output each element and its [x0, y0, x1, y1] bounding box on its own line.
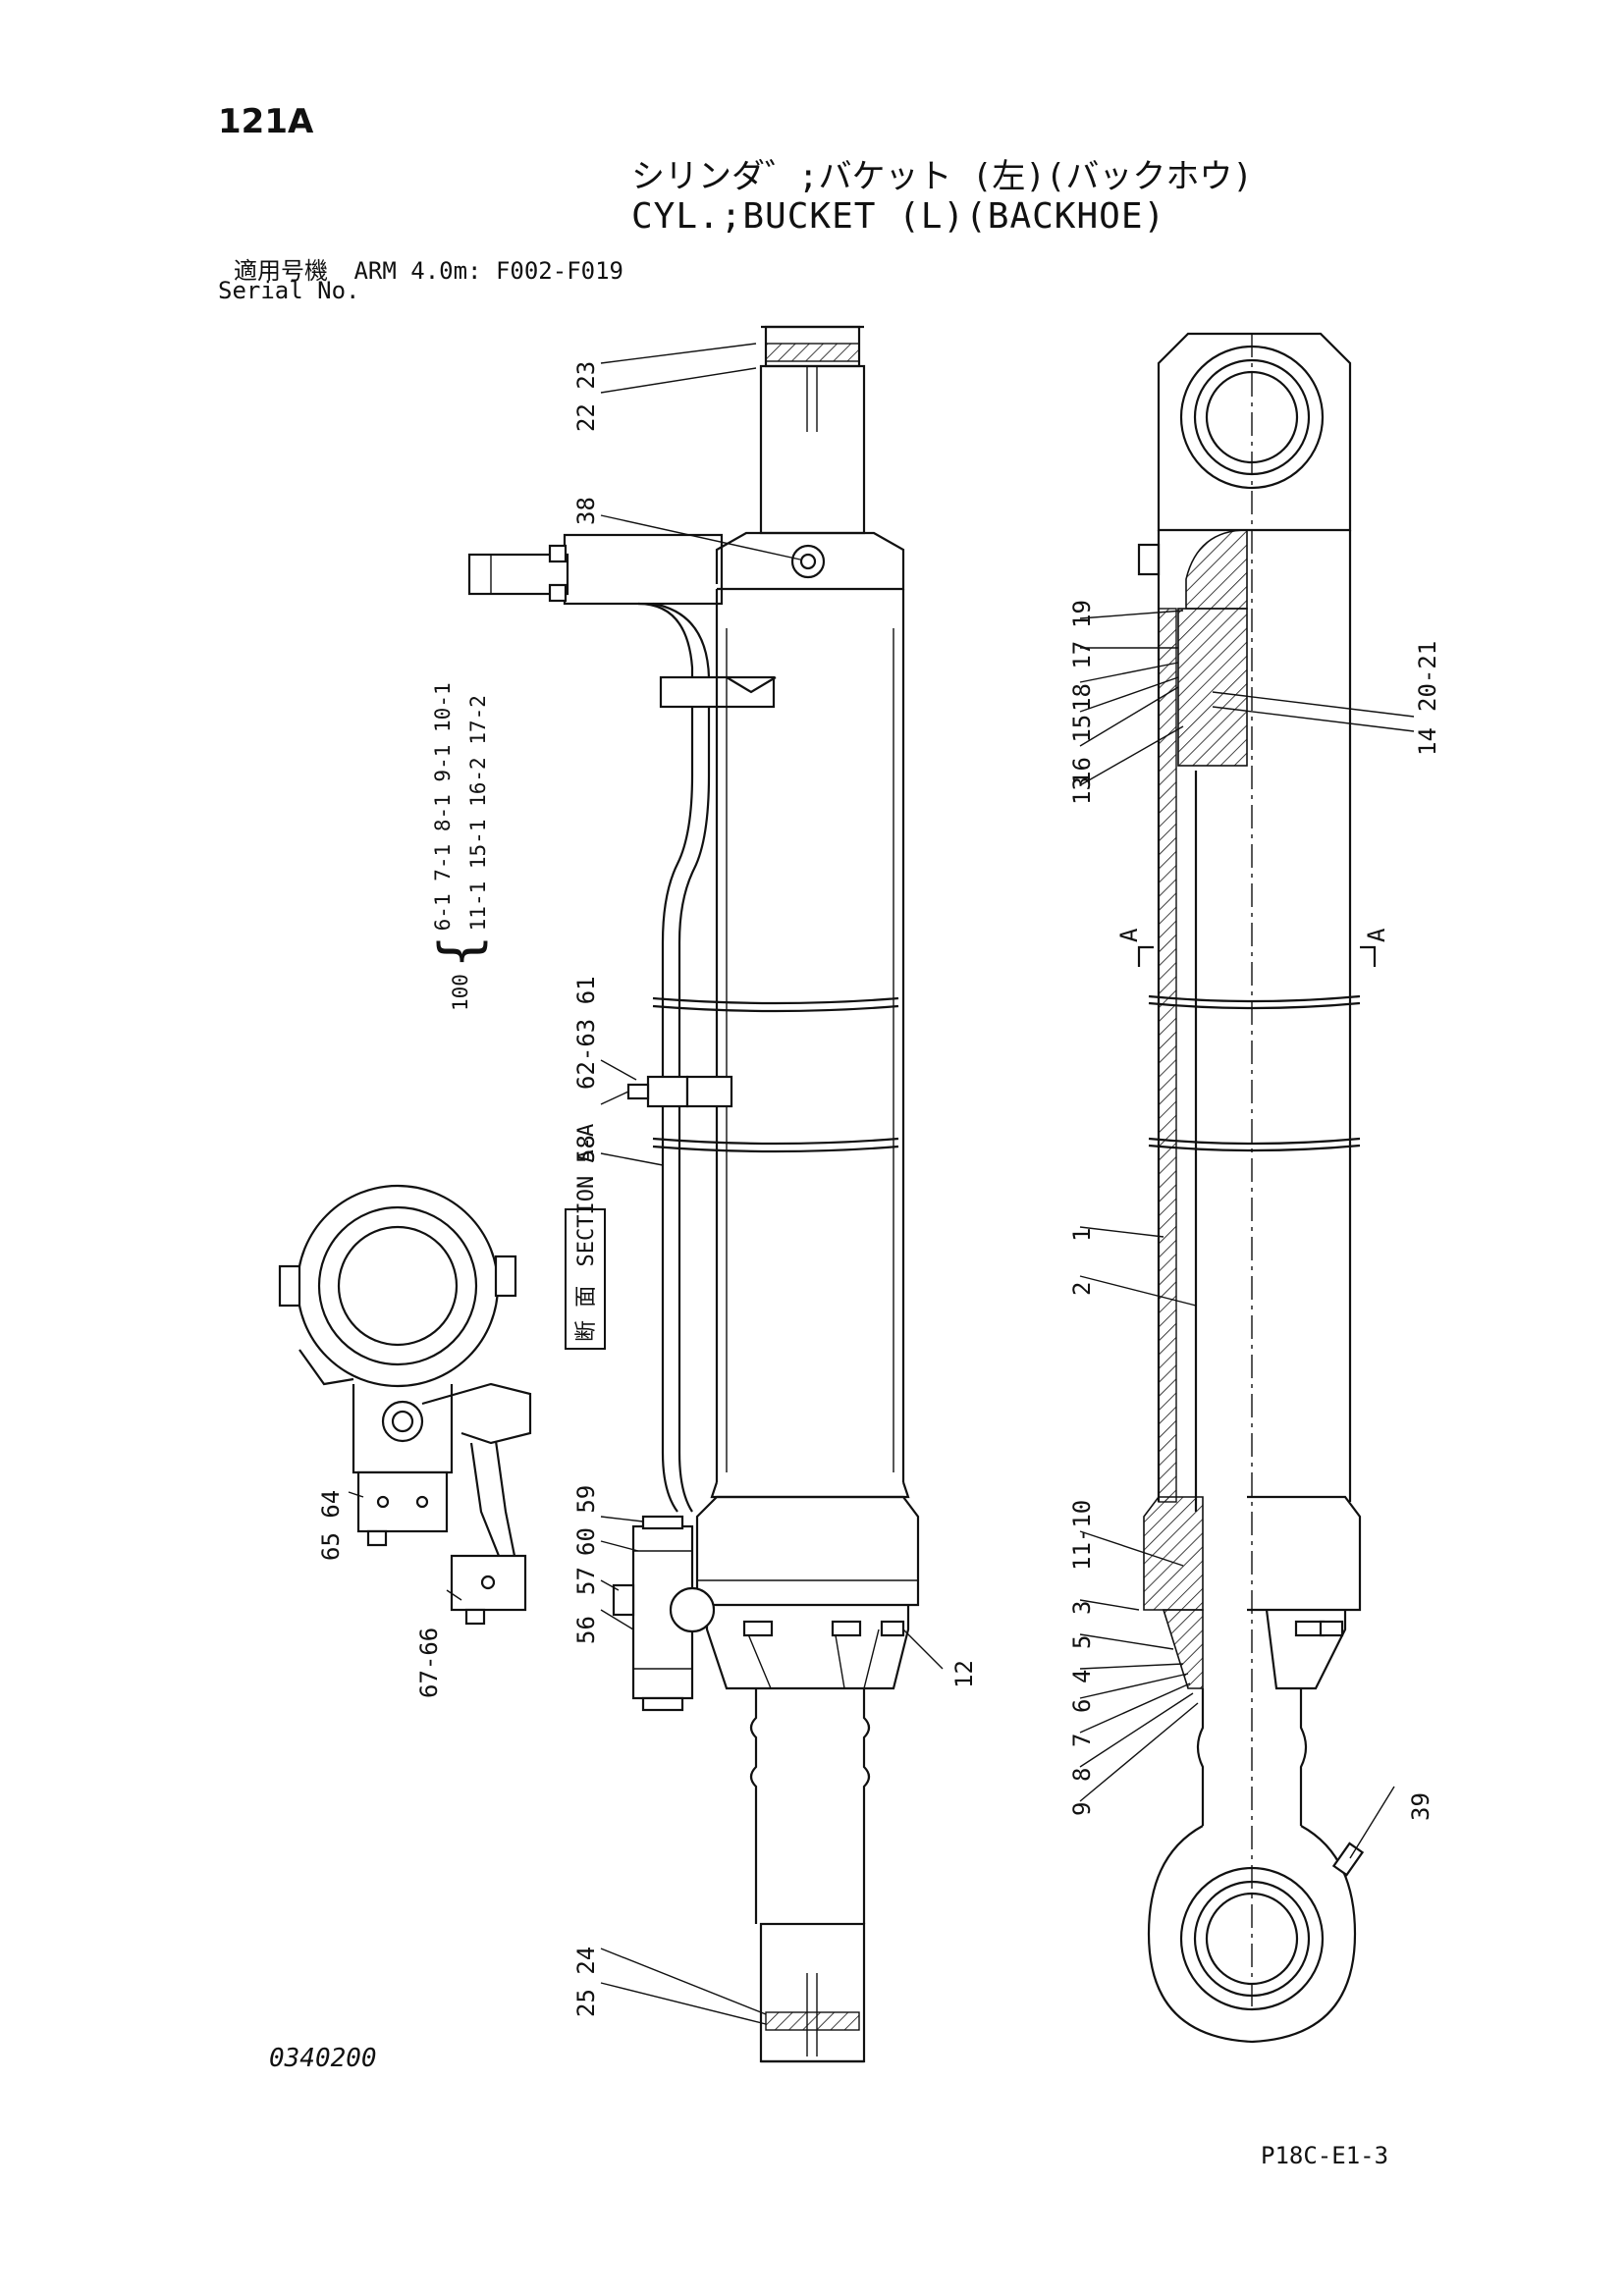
callout-8: 8 — [1068, 1768, 1096, 1782]
callout-1: 1 — [1068, 1228, 1096, 1242]
callout-25-24: 25 24 — [572, 1947, 600, 2017]
sectional-view — [1137, 332, 1377, 2044]
callout-5: 5 — [1068, 1635, 1096, 1649]
callout-60-59: 60 59 — [572, 1485, 600, 1556]
applicability-value: ARM 4.0m: F002-F019 — [353, 257, 623, 285]
title-english: CYL.;BUCKET (L)(BACKHOE) — [631, 196, 1166, 237]
page-number: 121A — [218, 102, 314, 141]
callout-67-66: 67-66 — [415, 1628, 443, 1698]
drawing-number: 0340200 — [269, 2044, 377, 2073]
callout-4: 4 — [1068, 1670, 1096, 1683]
sheet-code: P18C-E1-3 — [1261, 2142, 1389, 2169]
callout-19: 19 — [1068, 600, 1096, 628]
callout-labels: 22 23 38 62-63 61 58 60 59 57 56 12 25 2… — [317, 361, 1441, 2017]
callout-38: 38 — [572, 497, 600, 525]
callout-12: 12 — [950, 1660, 978, 1688]
callout-18-17: 18 17 — [1068, 641, 1096, 712]
callout-57: 57 — [572, 1567, 600, 1595]
title-japanese: シリンダ゛;バケット (左)(バックホウ) — [631, 157, 1253, 196]
callout-7: 7 — [1068, 1734, 1096, 1747]
callout-39: 39 — [1407, 1792, 1435, 1821]
section-marker-left: A — [1115, 928, 1143, 942]
callout-2: 2 — [1068, 1282, 1096, 1296]
applicability-label-jp: 適用号機 — [234, 257, 328, 285]
callout-20-21: 20-21 — [1414, 641, 1441, 712]
callout-13: 13 — [1068, 776, 1096, 805]
callout-3: 3 — [1068, 1601, 1096, 1615]
section-marker-right: A — [1363, 928, 1390, 942]
callout-16-15: 16 15 — [1068, 715, 1096, 785]
callout-22-23: 22 23 — [572, 361, 600, 432]
serial-label: Serial No. — [218, 277, 360, 304]
leader-lines — [348, 343, 1415, 2025]
callout-6: 6 — [1068, 1699, 1096, 1713]
callout-65-64: 65 64 — [317, 1490, 345, 1561]
callout-14: 14 — [1414, 727, 1441, 756]
section-a-a-detail — [278, 1184, 532, 1626]
external-view — [467, 325, 920, 2063]
callout-11-10: 11-10 — [1068, 1500, 1096, 1571]
applicability-label: 適用号機 ARM 4.0m: F002-F019 — [234, 251, 623, 286]
callout-56: 56 — [572, 1616, 600, 1644]
callout-9: 9 — [1068, 1802, 1096, 1816]
callout-58: 58 — [572, 1135, 600, 1163]
callout-62-63-61: 62-63 61 — [572, 976, 600, 1090]
